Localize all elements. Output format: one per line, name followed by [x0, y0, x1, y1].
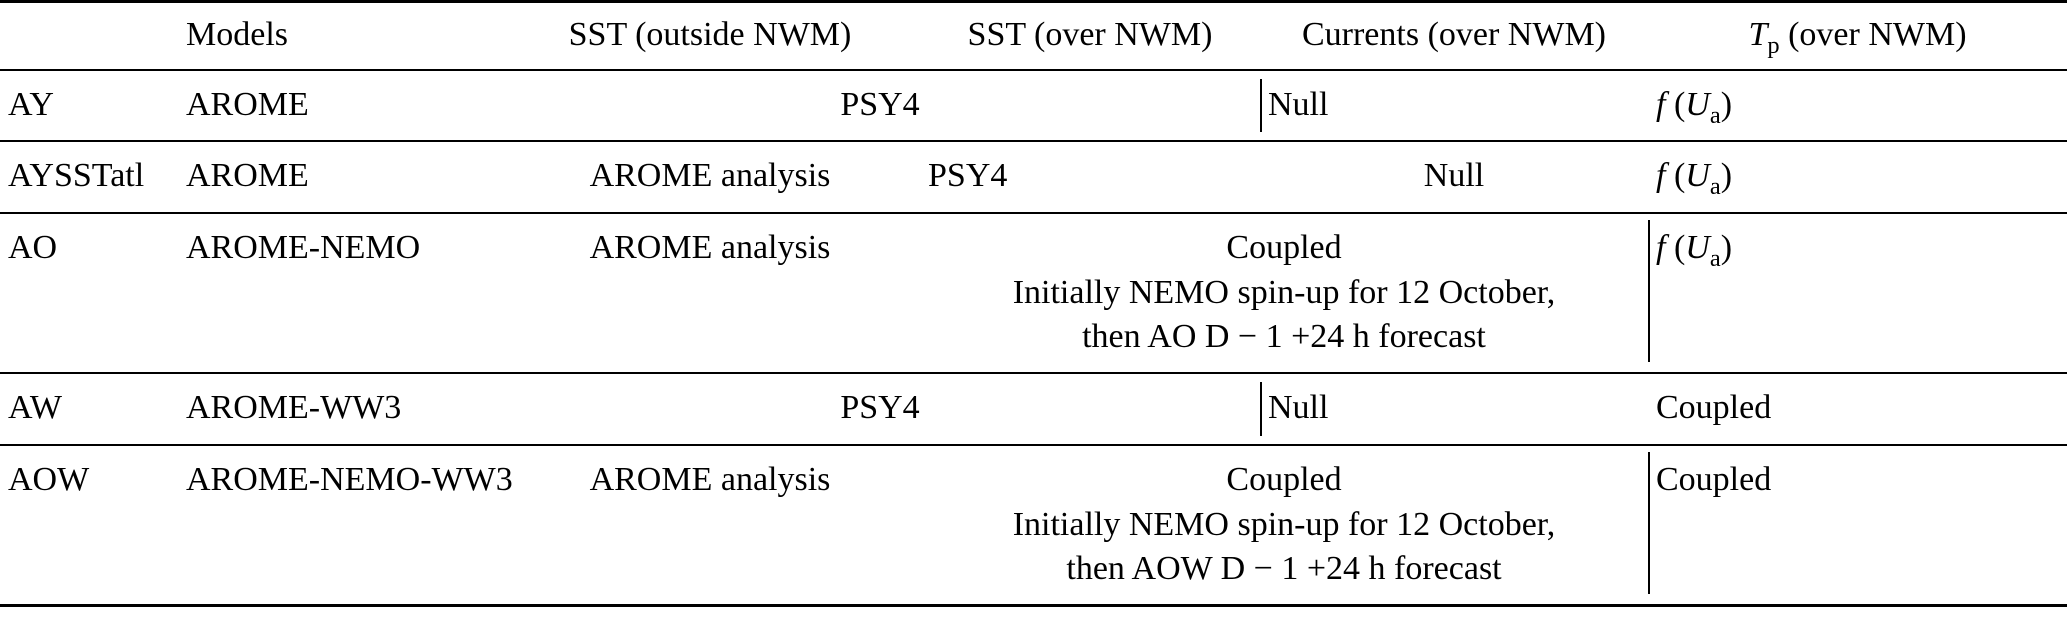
model-configuration-table: Models SST (outside NWM) SST (over NWM) …	[0, 0, 2067, 608]
bottom-rule-cell	[0, 604, 2067, 608]
tp-u-subscript: a	[1709, 101, 1721, 129]
row-sst-outside-aow: AROME analysis	[500, 443, 920, 606]
row-tp-aow: Coupled	[1648, 443, 2067, 606]
tp-u-subscript: a	[1709, 172, 1721, 200]
row-sst-span-aw: PSY4	[500, 372, 1260, 445]
row-models-aysstatl: AROME	[178, 140, 500, 213]
tp-u-subscript: a	[1709, 244, 1721, 272]
table-row-aysstatl: AYSSTatl AROME AROME analysis PSY4 Null …	[0, 140, 2067, 213]
tp-close-paren: )	[1720, 228, 1733, 266]
tp-open-paren: (	[1665, 157, 1686, 195]
tp-symbol: T	[1748, 16, 1768, 53]
row-coupled-span-aow: Coupled Initially NEMO spin-up for 12 Oc…	[920, 443, 1648, 606]
row-tag-aow: AOW	[0, 443, 178, 606]
row-models-ao: AROME-NEMO	[178, 211, 500, 374]
row-models-aow: AROME-NEMO-WW3	[178, 443, 513, 606]
tp-open-paren: (	[1665, 85, 1686, 123]
row-tag-aw: AW	[0, 372, 178, 445]
row-currents-aw: Null	[1260, 372, 1648, 445]
tp-suffix: (over NWM)	[1779, 16, 1967, 53]
row-sst-outside-ao: AROME analysis	[500, 211, 920, 374]
row-coupled-label-ao: Coupled	[1226, 228, 1342, 266]
tp-f-symbol: f	[1656, 228, 1666, 266]
table-body: AY AROME PSY4 Null f (Ua) AYSSTatl AROME…	[0, 68, 2067, 608]
row-currents-aysstatl: Null	[1260, 140, 1648, 213]
tp-close-paren: )	[1720, 85, 1733, 123]
row-tp-aw: Coupled	[1648, 372, 2067, 445]
row-sst-nwm-aysstatl: PSY4	[920, 140, 1260, 213]
column-header-sst-outside-nwm: SST (outside NWM)	[500, 0, 920, 70]
table-bottom-rule	[0, 604, 2067, 608]
column-header-tag	[0, 0, 178, 70]
column-header-models: Models	[178, 0, 500, 70]
row-currents-ay: Null	[1260, 68, 1648, 142]
tp-open-paren: (	[1665, 228, 1686, 266]
table-row-aw: AW AROME-WW3 PSY4 Null Coupled	[0, 372, 2067, 445]
tp-u-symbol: U	[1685, 85, 1710, 123]
row-note-line1-aow: Initially NEMO spin-up for 12 October,	[1012, 506, 1556, 544]
row-tp-ay: f (Ua)	[1648, 68, 2067, 142]
row-sst-span-ay: PSY4	[500, 68, 1260, 142]
row-note-line1-ao: Initially NEMO spin-up for 12 October,	[1012, 274, 1556, 312]
row-models-ay: AROME	[178, 68, 500, 142]
table-row-aow: AOW AROME-NEMO-WW3 AROME analysis Couple…	[0, 443, 2067, 606]
tp-f-symbol: f	[1656, 85, 1666, 123]
header-row: Models SST (outside NWM) SST (over NWM) …	[0, 0, 2067, 70]
table-header: Models SST (outside NWM) SST (over NWM) …	[0, 0, 2067, 70]
column-header-sst-over-nwm: SST (over NWM)	[920, 0, 1260, 70]
tp-subscript: p	[1767, 31, 1780, 59]
row-tp-ao: f (Ua)	[1648, 211, 2067, 374]
row-models-aw: AROME-WW3	[178, 372, 500, 445]
row-coupled-span-ao: Coupled Initially NEMO spin-up for 12 Oc…	[920, 211, 1648, 374]
table-row-ay: AY AROME PSY4 Null f (Ua)	[0, 68, 2067, 142]
tp-close-paren: )	[1720, 157, 1733, 195]
tp-u-symbol: U	[1685, 228, 1710, 266]
row-tag-ay: AY	[0, 68, 178, 142]
row-coupled-label-aow: Coupled	[1226, 460, 1342, 498]
row-tag-aysstatl: AYSSTatl	[0, 140, 178, 213]
table-row-ao: AO AROME-NEMO AROME analysis Coupled Ini…	[0, 211, 2067, 374]
row-tag-ao: AO	[0, 211, 178, 374]
row-note-line2-ao: then AO D − 1 +24 h forecast	[1082, 317, 1486, 355]
row-sst-outside-aysstatl: AROME analysis	[500, 140, 920, 213]
column-header-tp-over-nwm: Tp (over NWM)	[1648, 0, 2067, 70]
tp-u-symbol: U	[1685, 157, 1710, 195]
row-note-line2-aow: then AOW D − 1 +24 h forecast	[1066, 549, 1502, 587]
row-tp-aysstatl: f (Ua)	[1648, 140, 2067, 213]
tp-f-symbol: f	[1656, 157, 1666, 195]
column-header-currents-over-nwm: Currents (over NWM)	[1260, 0, 1648, 70]
